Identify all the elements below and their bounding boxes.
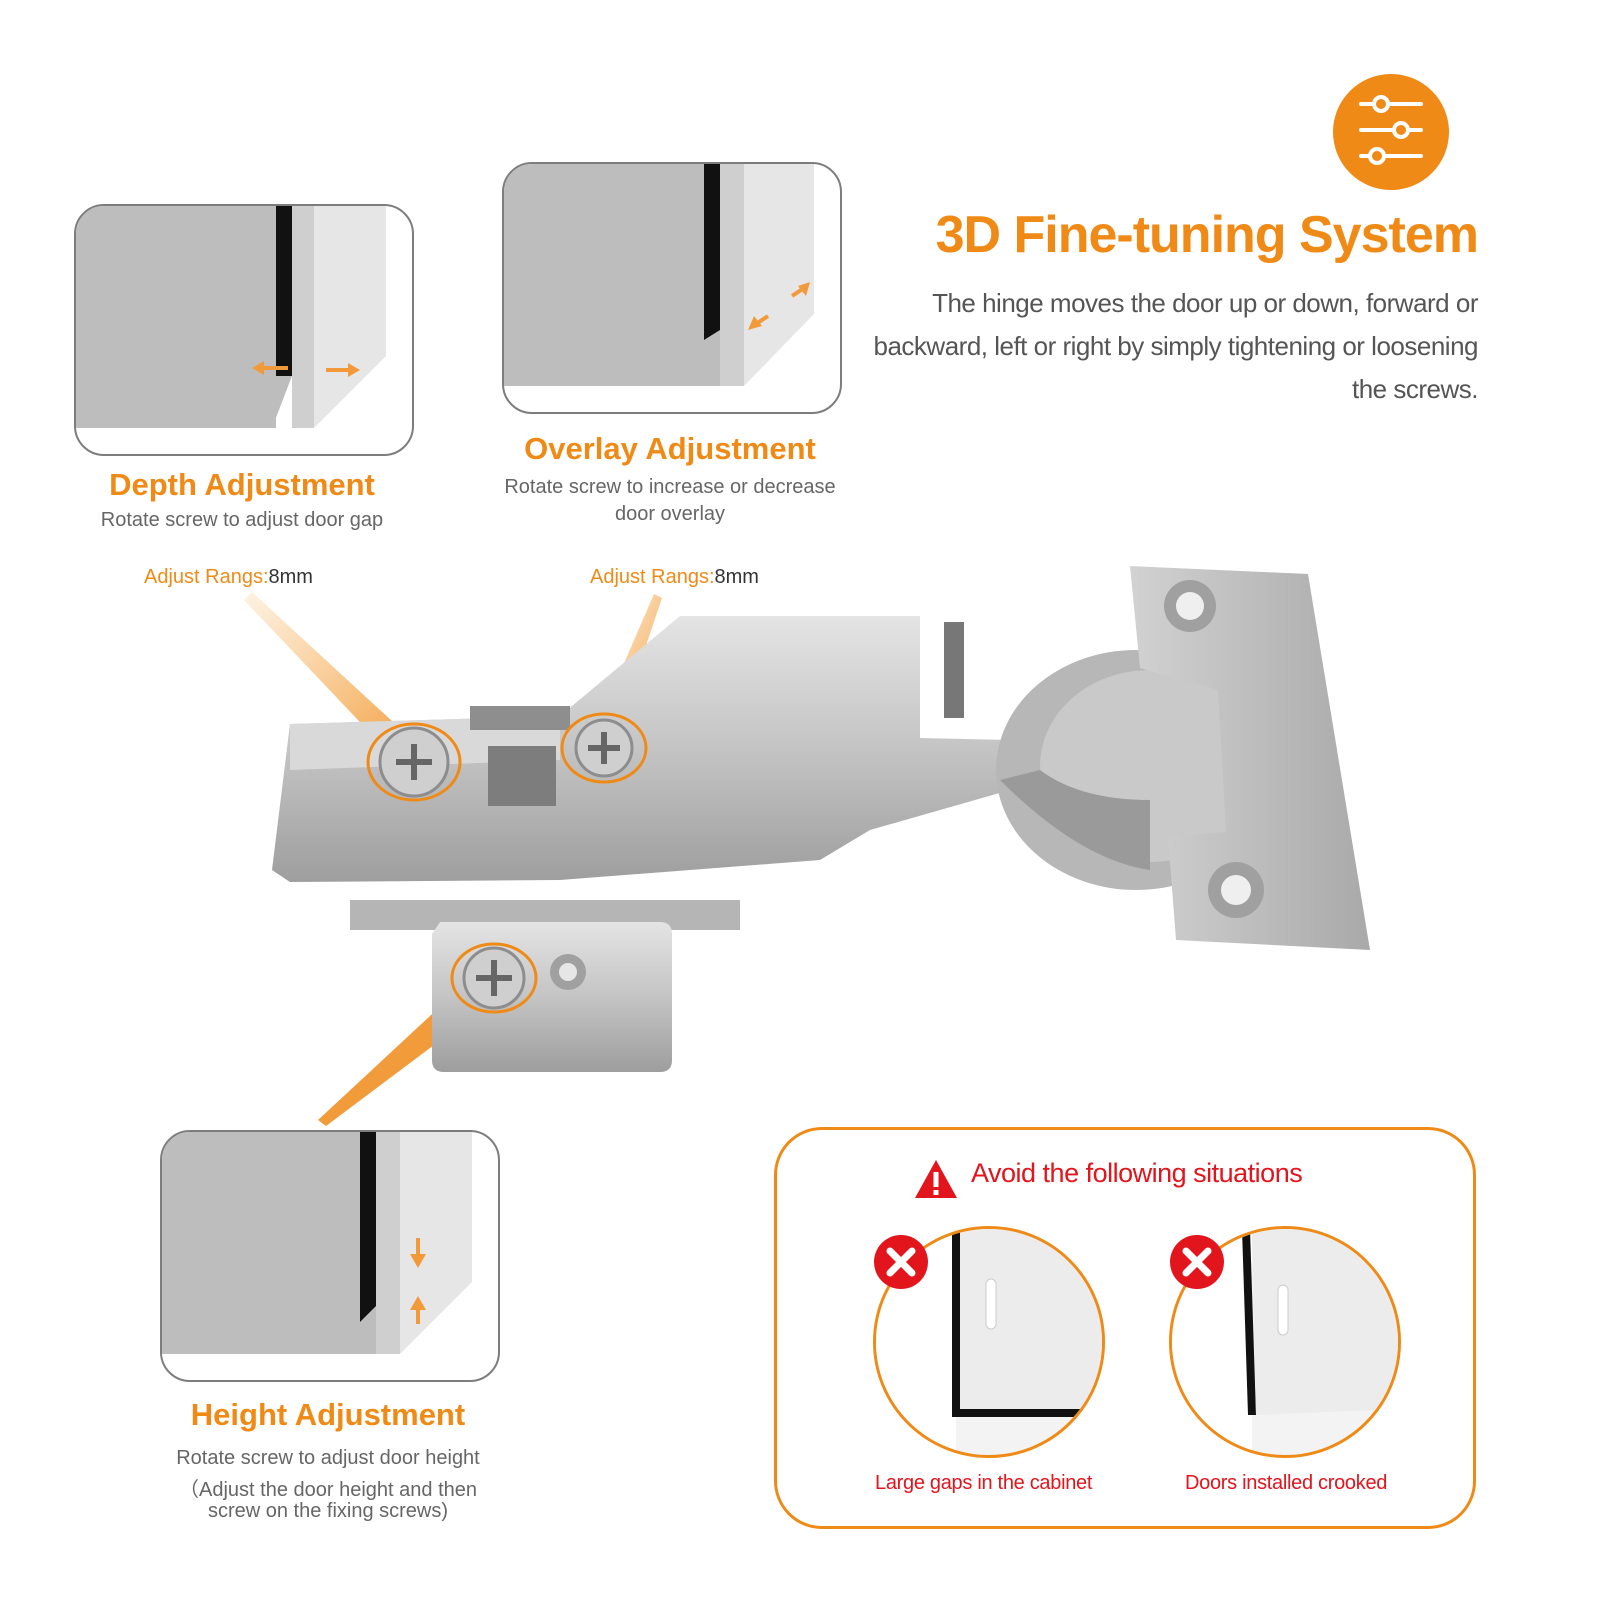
depth-range-value: 8mm — [268, 566, 313, 588]
height-title: Height Adjustment — [190, 1397, 466, 1432]
height-description-line-2: （Adjust the door height and then — [179, 1479, 477, 1501]
page-description: The hinge moves the door up or down, for… — [873, 288, 1479, 404]
error-x-icon — [874, 1235, 928, 1289]
avoid-situations-box: Avoid the following situations Large gap… — [774, 1127, 1476, 1529]
depth-range-key: Adjust Rangs: — [144, 566, 269, 588]
height-description-line-3: screw on the fixing screws) — [207, 1500, 449, 1522]
overlay-description: Rotate screw to increase or decrease doo… — [504, 476, 836, 525]
depth-description: Rotate screw to adjust door gap — [100, 509, 384, 531]
overlay-range-label: Adjust Rangs:8mm — [590, 566, 759, 589]
height-description-line-1: Rotate screw to adjust door height — [176, 1447, 480, 1469]
case-label-large-gaps: Large gaps in the cabinet — [875, 1472, 1093, 1494]
case-label-crooked-doors: Doors installed crooked — [1185, 1472, 1388, 1494]
page-title: 3D Fine-tuning System — [935, 206, 1479, 264]
avoid-title: Avoid the following situations — [971, 1158, 1303, 1188]
depth-range-label: Adjust Rangs:8mm — [144, 566, 313, 589]
overlay-adjustment-panel — [502, 162, 842, 414]
overlay-range-key: Adjust Rangs: — [590, 566, 715, 588]
overlay-range-value: 8mm — [714, 566, 759, 588]
error-x-icon — [1170, 1235, 1224, 1289]
depth-adjustment-panel — [74, 204, 414, 456]
height-adjustment-panel — [160, 1130, 500, 1382]
overlay-title: Overlay Adjustment — [524, 431, 816, 466]
depth-title: Depth Adjustment — [109, 467, 375, 502]
sliders-icon — [1333, 74, 1449, 190]
warning-icon — [915, 1160, 957, 1198]
